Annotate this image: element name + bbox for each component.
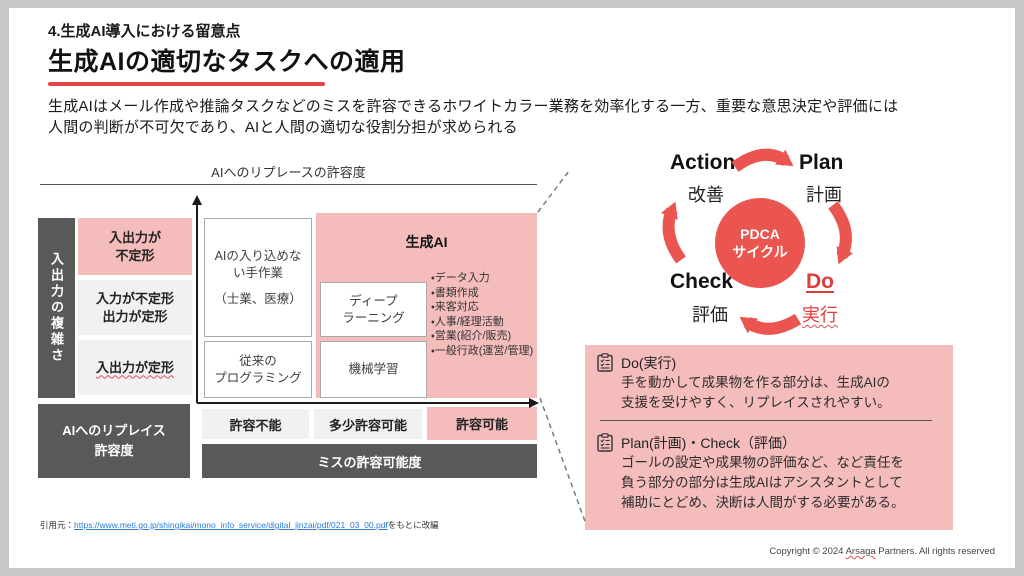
pdca-do-label: Do — [806, 270, 834, 293]
page-title: 生成AIの適切なタスクへの適用 — [48, 48, 406, 76]
pdca-plan-jp-label: 計画 — [806, 185, 842, 205]
tolerance-some: 多少許容可能 — [314, 409, 422, 439]
matrix-replace-tolerance-label: AIへのリプレイス 許容度 — [38, 404, 190, 478]
generative-ai-task-list: ・データ入力 ・書類作成 ・来客対応 ・人事/経理活動 ・営業(紹介/販売) ・… — [431, 271, 535, 358]
pdca-action-label: Action — [670, 151, 736, 174]
note-plan-check-body: 負う部分の部分は生成AIはアシスタントとして — [621, 475, 903, 490]
note-plan-check-body: ゴールの設定や成果物の評価など、など責任を — [621, 455, 904, 470]
cell-machine-learning: 機械学習 — [320, 341, 427, 398]
tolerance-none: 許容不能 — [202, 409, 309, 439]
row-label-line: 不定形 — [115, 247, 155, 263]
tolerance-ok: 許容可能 — [427, 407, 537, 440]
pdca-do-jp-label: 実行 — [802, 305, 838, 325]
citation-prefix: 引用元： — [40, 520, 75, 530]
matrix-row-regular-io: 入出力が定形 — [78, 340, 192, 395]
cell-text: 機械学習 — [348, 362, 399, 376]
matrix-top-axis-label: AIへのリプレースの許容度 — [211, 165, 366, 180]
section-label: 4.生成AI導入における留意点 — [48, 23, 241, 40]
cell-text: （士業、医療） — [214, 291, 302, 306]
note-plan-check-body: 補助にとどめ、決断は人間がする必要がある。 — [621, 495, 905, 510]
row-label-line: 出力が定形 — [102, 308, 168, 324]
pdca-check-jp-label: 評価 — [692, 305, 728, 325]
cell-manual-work: AIの入り込めない手作業 （士業、医療） — [204, 218, 312, 337]
pdca-check-label: Check — [670, 270, 734, 293]
pdca-circle-line: サイクル — [732, 244, 788, 260]
list-item: ・来客対応 — [431, 301, 479, 313]
citation-suffix: をもとに改編 — [387, 520, 439, 530]
cell-text: 従来の — [239, 353, 277, 368]
pdca-plan-label: Plan — [799, 151, 844, 174]
clipboard-icon — [597, 433, 613, 457]
matrix-top-axis-line — [40, 184, 537, 185]
row-label-line: 入出力が — [108, 229, 161, 245]
matrix-bottom-axis-label: ミスの許容可能度 — [202, 444, 537, 478]
generative-ai-title: 生成AI — [405, 234, 448, 250]
note-do-body: 手を動かして成果物を作る部分は、生成AIの — [621, 375, 890, 390]
note-do-title: Do(実行) — [621, 355, 677, 371]
matrix-y-axis-label: 入出力の複雑さ — [38, 218, 75, 398]
label-line: AIへのリプレイス — [62, 423, 166, 438]
cell-legacy-programming: 従来の プログラミング — [204, 341, 312, 398]
clipboard-icon — [597, 353, 613, 377]
row-label-line: 入力が不定形 — [95, 290, 174, 306]
pdca-circle-line: PDCA — [740, 226, 780, 242]
matrix-row-irregular-input: 入力が不定形 出力が定形 — [78, 280, 192, 335]
list-item: ・データ入力 — [431, 272, 490, 284]
cell-text: プログラミング — [214, 370, 302, 385]
list-item: ・人事/経理活動 — [431, 315, 504, 328]
lead-text-line1: 生成AIはメール作成や推論タスクなどのミスを許容できるホワイトカラー業務を効率化… — [48, 98, 899, 115]
label-line: 許容度 — [94, 443, 134, 458]
copyright-name: Arsaga — [845, 546, 876, 557]
notes-divider — [600, 420, 932, 421]
citation: 引用元：https://www.meti.go.jp/shingikai/mon… — [40, 519, 439, 531]
list-item: ・書類作成 — [431, 286, 479, 299]
copyright-suffix: Partners. All rights reserved — [875, 546, 995, 557]
pdca-action-jp-label: 改善 — [688, 185, 724, 205]
title-underline — [48, 82, 325, 86]
lead-text-line2: 人間の判断が不可欠であり、AIと人間の適切な役割分担が求められる — [48, 119, 518, 136]
copyright: Copyright © 2024 Arsaga Partners. All ri… — [595, 546, 995, 557]
notes-panel — [585, 345, 953, 530]
list-item: ・一般行政(運営/管理) — [431, 344, 534, 357]
list-item: ・営業(紹介/販売) — [431, 330, 512, 342]
cell-text: AIの入り込めない手作業 — [214, 248, 302, 280]
copyright-prefix: Copyright © 2024 — [769, 546, 846, 557]
cell-deep-learning: ディープ ラーニング — [320, 282, 427, 337]
row-label-line: 入出力が定形 — [95, 359, 174, 375]
note-do-body: 支援を受けやすく、リプレイスされやすい。 — [621, 395, 891, 410]
pdca-cycle-circle: PDCA サイクル — [715, 198, 805, 288]
citation-link[interactable]: https://www.meti.go.jp/shingikai/mono_in… — [74, 520, 388, 530]
cell-text: ラーニング — [342, 310, 405, 325]
note-plan-check-title: Plan(計画)・Check（評価） — [621, 435, 797, 451]
matrix-row-irregular-io: 入出力が 不定形 — [78, 218, 192, 275]
cell-text: ディープ — [349, 293, 398, 308]
